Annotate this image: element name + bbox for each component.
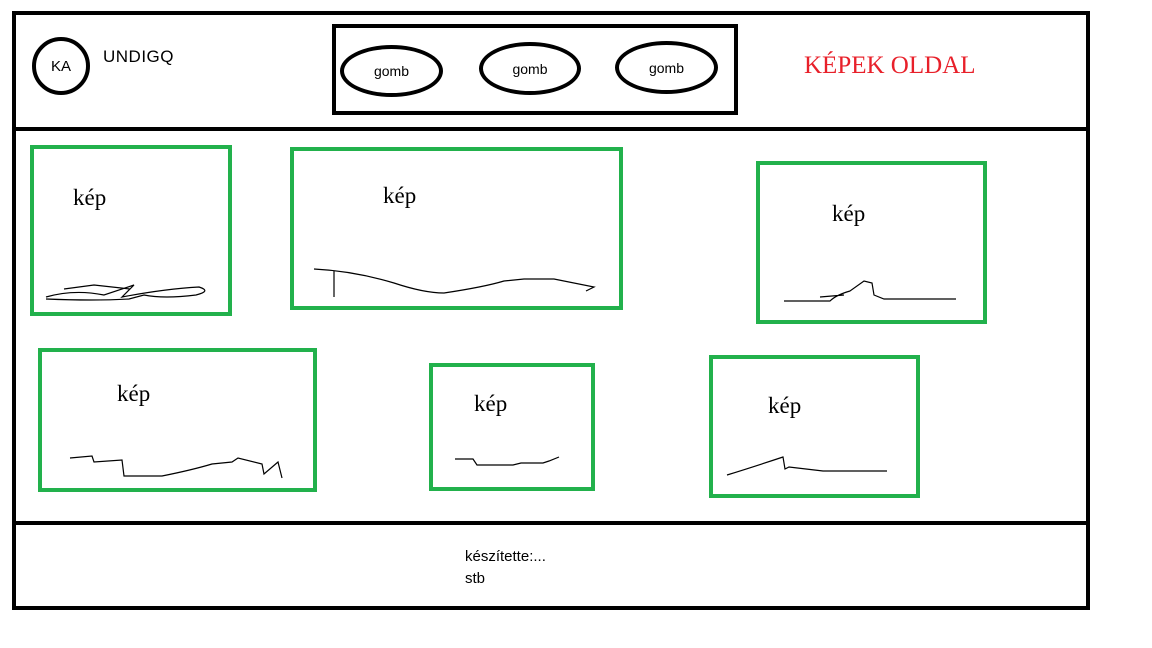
image-sketch [726,456,887,476]
image-card-3[interactable]: kép [756,161,987,324]
image-card-4[interactable]: kép [38,348,317,492]
image-label: kép [768,393,802,418]
image-sketch [45,284,206,301]
image-sketch [455,456,560,466]
nav-button-1[interactable]: gomb [340,45,443,97]
footer-section [12,521,1090,610]
logo[interactable]: KA [32,37,90,95]
nav-button-label: gomb [512,60,548,77]
footer-credit: készítette:... [465,548,546,565]
image-label: kép [73,185,107,210]
nav-button-label: gomb [373,63,410,79]
page-title: KÉPEK OLDAL [804,52,976,79]
image-label: kép [474,391,508,416]
logo-text: KA [50,57,71,75]
gallery-section [12,127,1090,525]
site-name: UNDIGQ [103,47,174,66]
nav-button-2[interactable]: gomb [479,42,581,95]
image-card-1[interactable]: kép [30,145,232,316]
nav-button-3[interactable]: gomb [615,41,718,94]
image-sketch [69,455,283,479]
image-label: kép [117,381,151,406]
nav-button-label: gomb [648,59,685,76]
footer-etc: stb [465,570,486,587]
nav-bar [332,24,738,115]
header-section [12,11,1090,131]
image-card-5[interactable]: kép [429,363,595,491]
image-label: kép [832,201,866,226]
image-card-6[interactable]: kép [709,355,920,498]
image-label: kép [383,183,417,208]
image-sketch [784,280,956,302]
image-card-2[interactable]: kép [290,147,623,310]
image-sketch [313,268,596,297]
